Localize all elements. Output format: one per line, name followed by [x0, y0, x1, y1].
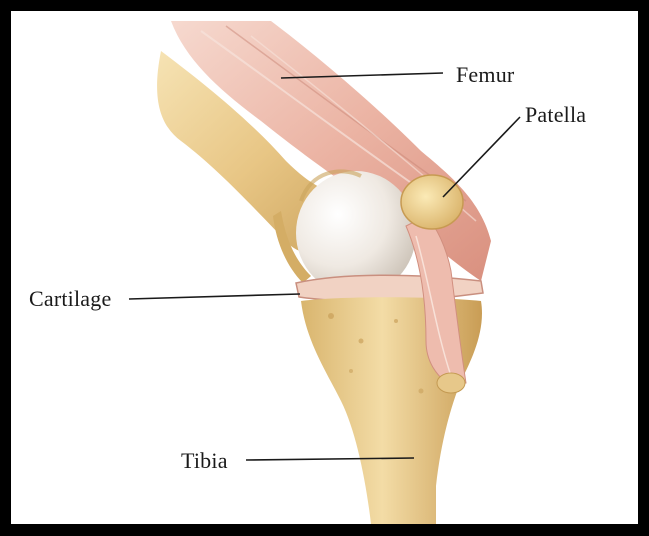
patella-leader-line — [443, 117, 520, 197]
cartilage-band — [296, 275, 483, 301]
diagram-panel: Femur Patella Cartilage Tibia — [11, 11, 638, 524]
cartilage-leader-line — [129, 294, 300, 299]
femur-label: Femur — [456, 64, 514, 86]
tibia-label: Tibia — [181, 450, 228, 472]
patella-label: Patella — [525, 104, 586, 126]
knee-illustration — [11, 11, 638, 524]
patella-bone — [401, 175, 463, 229]
cartilage-label: Cartilage — [29, 288, 111, 310]
